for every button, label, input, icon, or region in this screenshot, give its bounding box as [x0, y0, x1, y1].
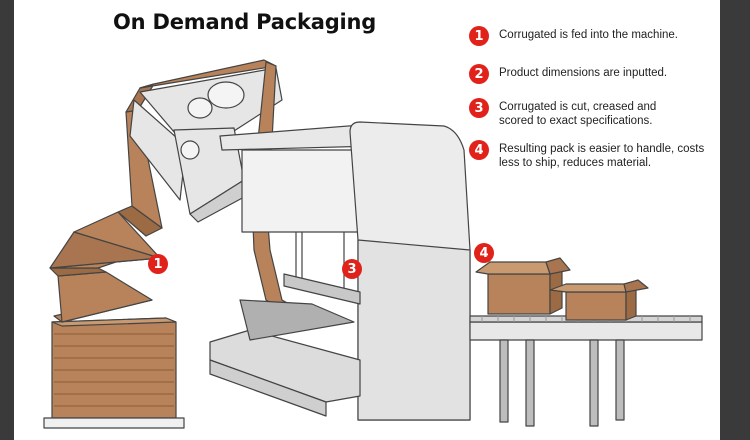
packaging-machine-illustration — [43, 59, 703, 429]
small-box — [549, 279, 649, 321]
diagram-frame: On Demand Packaging — [14, 0, 720, 440]
step-text-1: Corrugated is fed into the machine. — [499, 29, 678, 41]
step-1: 1 Corrugated is fed into the machine. — [469, 26, 714, 46]
conveyor — [469, 315, 703, 427]
step-number-3: 3 — [469, 98, 489, 118]
corrugated-stack — [43, 317, 185, 429]
step-2: 2 Product dimensions are inputted. — [469, 64, 714, 84]
step-4: 4 Resulting pack is easier to handle, co… — [469, 140, 714, 170]
step-number-1: 1 — [469, 26, 489, 46]
marker-3: 3 — [342, 259, 362, 279]
step-number-2: 2 — [469, 64, 489, 84]
marker-4: 4 — [474, 243, 494, 263]
large-box — [475, 257, 571, 315]
cutting-bed — [209, 273, 361, 417]
feed-head — [129, 67, 283, 223]
step-text-2: Product dimensions are inputted. — [499, 67, 668, 79]
machine-body — [349, 121, 471, 421]
step-text-4: Resulting pack is easier to handle, cost… — [499, 143, 705, 169]
diagram-title: On Demand Packaging — [113, 10, 377, 34]
marker-1: 1 — [148, 254, 168, 274]
step-3: 3 Corrugated is cut, creased and scored … — [469, 98, 714, 128]
corrugated-zigzag — [49, 59, 277, 323]
step-text-3: Corrugated is cut, creased and scored to… — [499, 101, 657, 127]
machine-arm — [219, 123, 377, 300]
step-number-4: 4 — [469, 140, 489, 160]
